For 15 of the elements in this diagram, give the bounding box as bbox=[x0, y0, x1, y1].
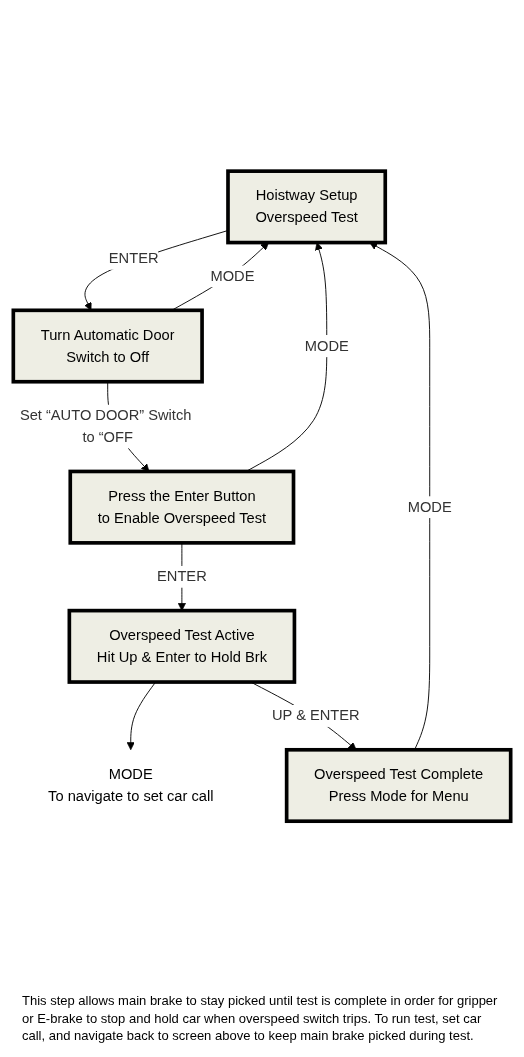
edge-label: Set “AUTO DOOR” Switch to “OFF bbox=[19, 407, 192, 445]
edge-label: ENTER bbox=[108, 250, 159, 267]
node-box bbox=[11, 308, 204, 384]
node-box bbox=[67, 608, 297, 684]
node-text: MODE To navigate to set car call bbox=[48, 766, 214, 804]
edge-label: ENTER bbox=[157, 568, 207, 585]
flowchart-drawing: ENTER MODE Set “AUTO DOOR” Switch to “OFF MODE ENTER UP & ENTER MODE Hoistway Setup Overspeed Test Turn Automatic Door Switch to Off Press the Enter Button to Enable Overspeed Test Overspeed Test Active Hit Up & Enter to Hold Brk MODE To navigate to set car call Overspeed Test Complete Press Mode for Menu bbox=[6, 6, 518, 987]
node-box bbox=[68, 469, 296, 545]
edge-label: UP & ENTER bbox=[272, 707, 360, 724]
edge-label: MODE bbox=[304, 337, 349, 354]
node-box bbox=[284, 747, 513, 824]
edge-label: MODE bbox=[407, 498, 452, 515]
note-text: This step allows main brake to stay picked until test is complete in order for gripper or E-brake to stop and hold car when overspeed switch trips. To run test, set car call, and navigate back to screen above to keep main brake picked during test. bbox=[22, 992, 499, 1045]
node-box bbox=[226, 169, 388, 245]
edge-label: MODE bbox=[210, 268, 255, 284]
